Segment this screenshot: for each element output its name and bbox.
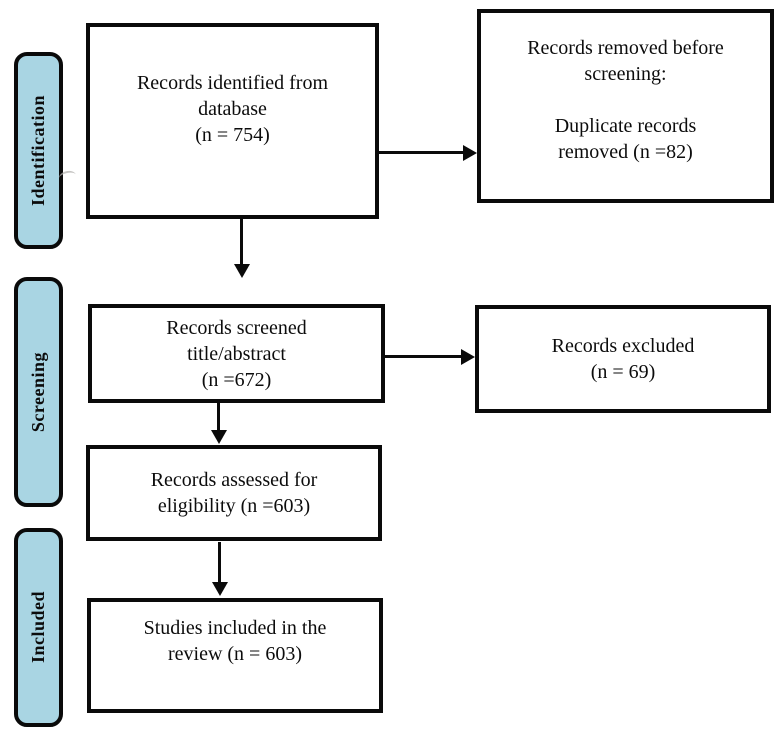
- arrow-assessed-to-included-head-icon: [212, 582, 228, 596]
- arrow-screened-to-excluded-head-icon: [461, 349, 475, 365]
- arrow-screened-to-assessed-head-icon: [211, 430, 227, 444]
- stage-label-screening: Screening: [28, 351, 48, 433]
- box-records-excluded: Records excluded (n = 69): [475, 305, 771, 413]
- arrow-identified-to-removed-stem: [379, 151, 464, 154]
- box-studies-included: Studies included in the review (n = 603): [87, 598, 383, 713]
- box-records-removed-text: Records removed before screening: Duplic…: [527, 37, 724, 163]
- stage-label-identification: Identification: [28, 94, 48, 206]
- stage-bar-screening: Screening: [14, 277, 63, 507]
- arrow-assessed-to-included-stem: [218, 542, 221, 583]
- arrow-screened-to-excluded-stem: [385, 355, 462, 358]
- box-studies-included-text: Studies included in the review (n = 603): [143, 616, 327, 665]
- arrow-identified-to-removed-head-icon: [463, 145, 477, 161]
- box-records-identified: Records identified from database (n = 75…: [86, 23, 379, 219]
- arrow-identified-down-stem: [240, 219, 243, 265]
- box-records-assessed: Records assessed for eligibility (n =603…: [86, 445, 382, 541]
- box-records-removed-before-screening: Records removed before screening: Duplic…: [477, 9, 774, 203]
- box-records-identified-text: Records identified from database (n = 75…: [136, 72, 329, 146]
- box-records-excluded-text: Records excluded (n = 69): [551, 335, 695, 383]
- box-records-screened: Records screened title/abstract (n =672): [88, 304, 385, 403]
- arrow-identified-down-head-icon: [234, 264, 250, 278]
- stage-bar-identification: Identification: [14, 52, 63, 249]
- arrow-screened-to-assessed-stem: [217, 403, 220, 431]
- stage-label-included: Included: [28, 591, 48, 664]
- stage-bar-included: Included: [14, 528, 63, 727]
- box-records-screened-text: Records screened title/abstract (n =672): [166, 316, 307, 391]
- box-records-assessed-text: Records assessed for eligibility (n =603…: [150, 469, 318, 517]
